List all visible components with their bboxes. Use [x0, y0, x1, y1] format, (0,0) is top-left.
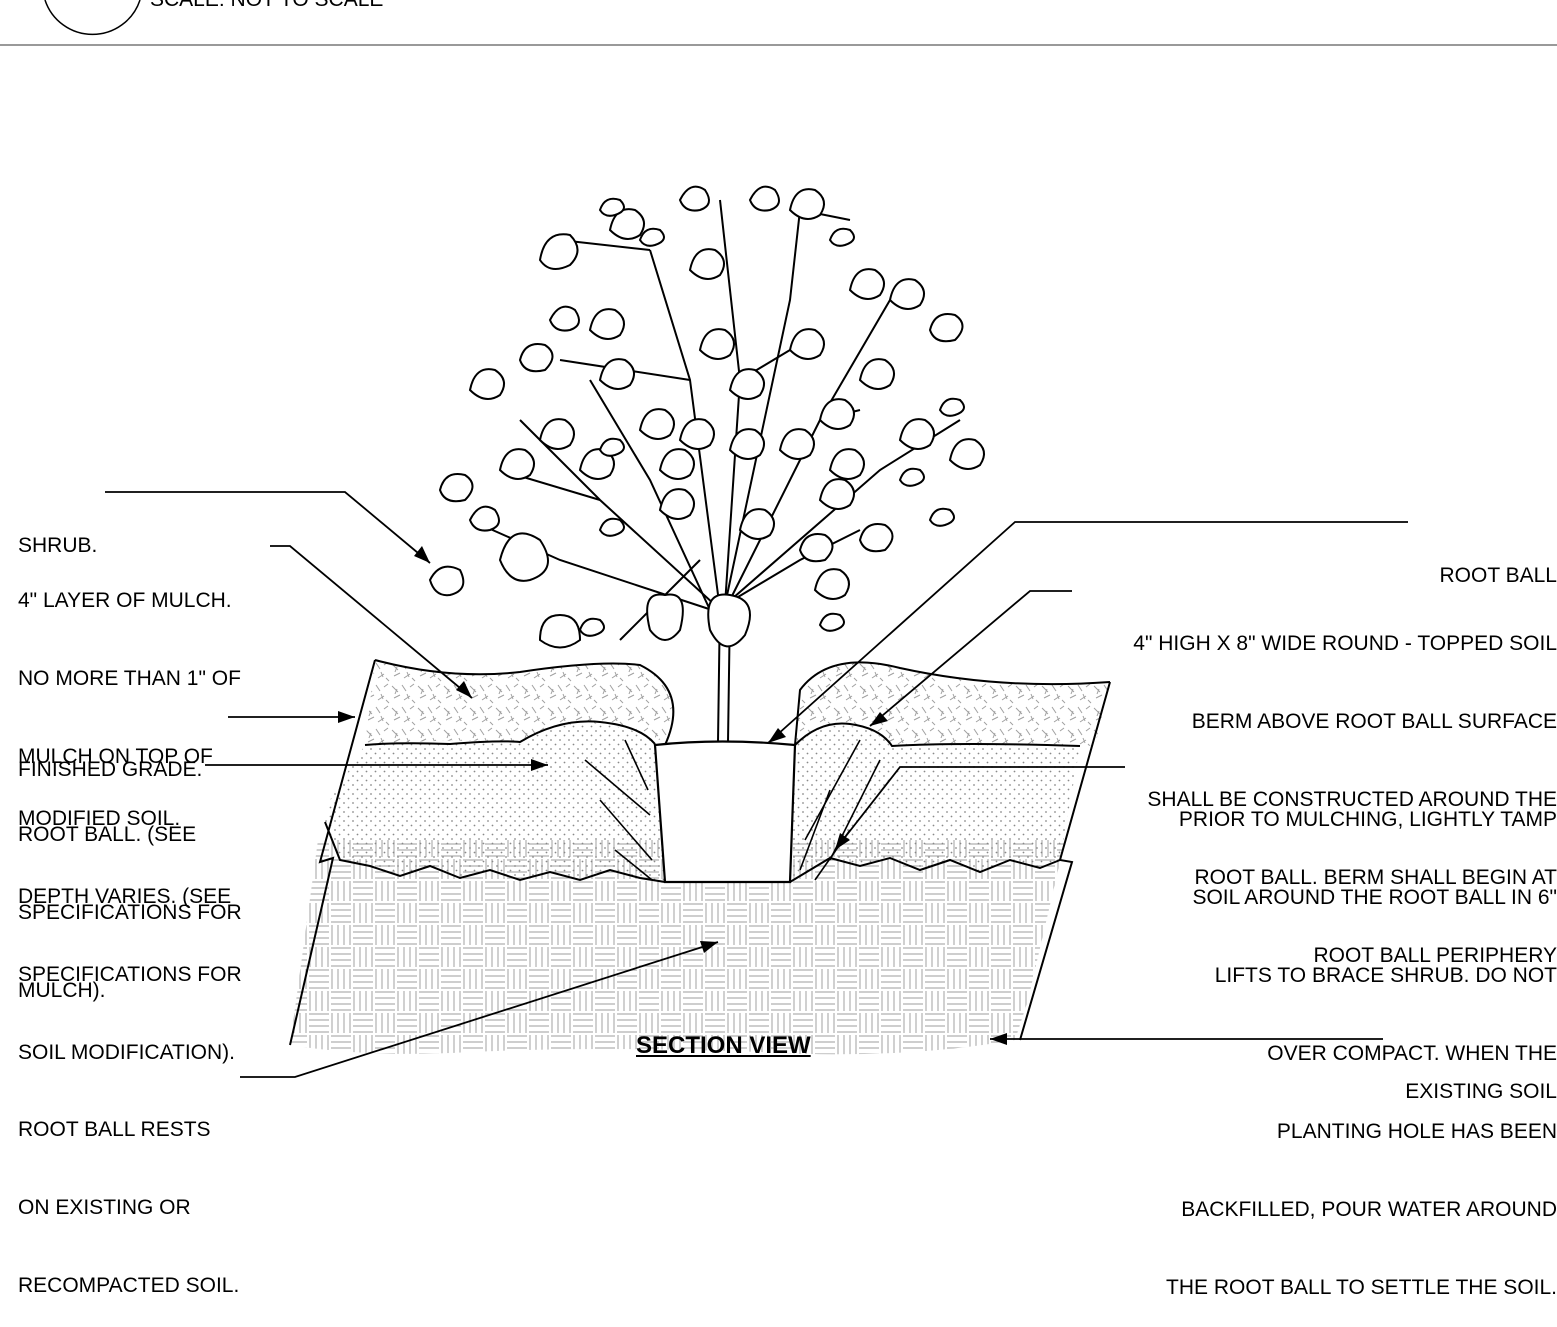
label-modified-soil: MODIFIED SOIL. DEPTH VARIES. (SEE SPECIF… — [18, 754, 242, 1092]
label-root-ball-rests: ROOT BALL RESTS ON EXISTING OR RECOMPACT… — [18, 1065, 239, 1325]
detail-callout-bubble — [45, 0, 140, 34]
scale-note: SCALE: NOT TO SCALE — [150, 0, 383, 13]
mulch-layer — [365, 660, 1110, 746]
label-existing-soil: EXISTING SOIL — [1405, 1027, 1557, 1131]
shrub-illustration — [430, 187, 984, 742]
section-view-title: SECTION VIEW — [636, 1032, 811, 1060]
leaf-clusters — [430, 187, 984, 648]
